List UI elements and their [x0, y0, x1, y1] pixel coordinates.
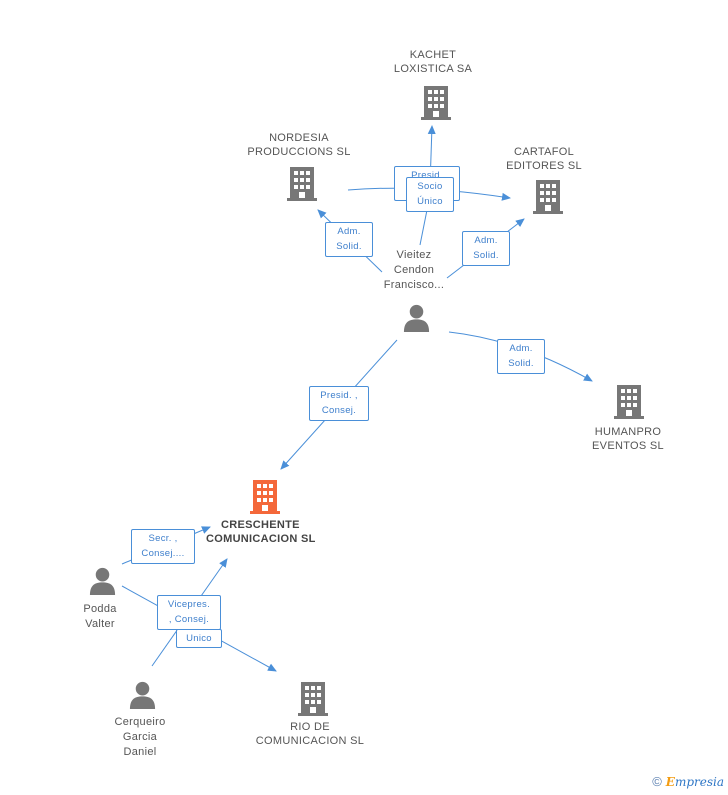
building-icon-creschente[interactable] — [250, 480, 280, 514]
node-label-humanpro[interactable]: HUMANPRO EVENTOS SL — [592, 426, 664, 452]
person-icon-cerqueiro[interactable] — [129, 681, 156, 709]
building-icon-rio[interactable] — [298, 682, 328, 716]
node-label-nordesia[interactable]: NORDESIA PRODUCCIONS SL — [247, 132, 351, 158]
building-icon-cartafol[interactable] — [533, 180, 563, 214]
person-icon-vieitez[interactable] — [403, 304, 430, 332]
edge-label-vieitez-nordesia[interactable]: Adm. Solid. — [325, 222, 373, 257]
copyright-icon: © — [652, 774, 662, 789]
node-label-rio[interactable]: RIO DE COMUNICACION SL — [255, 721, 365, 747]
building-icon-nordesia[interactable] — [287, 167, 317, 201]
node-label-cartafol[interactable]: CARTAFOL EDITORES SL — [506, 146, 582, 172]
edge-label-vieitez-socio[interactable]: Socio Único — [406, 177, 454, 212]
empresia-watermark: ©Empresia — [652, 774, 724, 789]
brand-logo-e: E — [665, 775, 675, 789]
node-label-cerqueiro[interactable]: Cerqueiro Garcia Daniel — [114, 716, 166, 758]
edge-label-cerqueiro-creschente[interactable]: Vicepres. , Consej. — [157, 595, 221, 630]
node-label-creschente[interactable]: CRESCHENTE COMUNICACION SL — [206, 519, 316, 545]
edge-label-podda-creschente[interactable]: Secr. , Consej.... — [131, 529, 195, 564]
node-label-vieitez[interactable]: Vieitez Cendon Francisco... — [383, 249, 445, 291]
edge-label-vieitez-cartafol[interactable]: Adm. Solid. — [462, 231, 510, 266]
edge-label-podda-rio[interactable]: Unico — [176, 629, 222, 648]
edge-label-vieitez-creschente[interactable]: Presid. , Consej. — [309, 386, 369, 421]
person-icon-podda[interactable] — [89, 567, 116, 595]
building-icon-kachet[interactable] — [421, 86, 451, 120]
node-label-kachet[interactable]: KACHET LOXISTICA SA — [393, 49, 473, 75]
node-label-podda[interactable]: Podda Valter — [83, 603, 117, 630]
edge-label-vieitez-humanpro[interactable]: Adm. Solid. — [497, 339, 545, 374]
brand-logo-text: mpresia — [674, 775, 724, 789]
building-icon-humanpro[interactable] — [614, 385, 644, 419]
